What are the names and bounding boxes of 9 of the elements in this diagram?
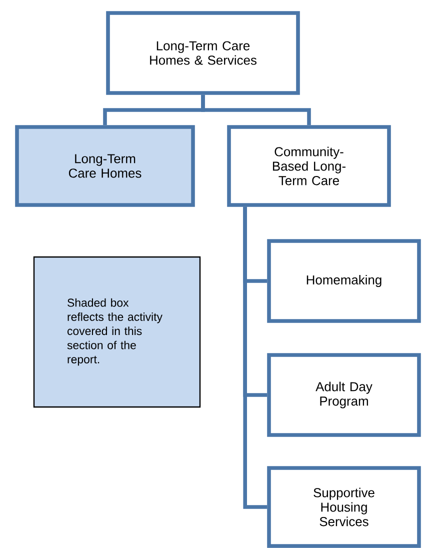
connector-line: [201, 94, 311, 126]
process-box: Adult Day Program: [267, 353, 421, 437]
process-box: Long-Term Care Homes & Services: [106, 11, 300, 95]
connector-line: [243, 206, 268, 509]
process-box: Supportive Housing Services: [267, 466, 421, 548]
process-box: Community-Based Long-Term Care: [227, 125, 391, 207]
note-box: Shaded box reflects the activity covered in this section of the report.: [33, 256, 201, 408]
process-box: Long-Term Care Homes: [15, 125, 195, 207]
process-box: Homemaking: [267, 239, 421, 323]
